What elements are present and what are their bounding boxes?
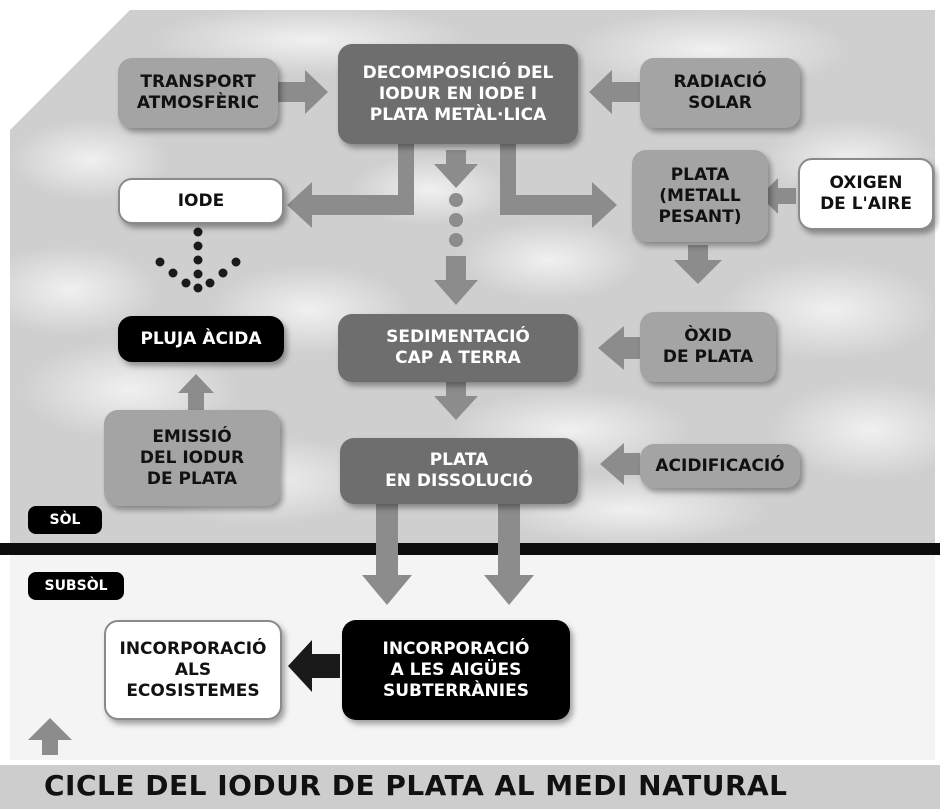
node-acid-rain: PLUJA ÀCIDA <box>118 316 284 362</box>
dot-central-3 <box>449 233 463 247</box>
arrow-emission-to-acid-rain <box>178 374 214 410</box>
subsoil-label: SUBSÒL <box>28 572 124 600</box>
node-oxygen: OXIGEN DE L'AIRE <box>798 158 934 230</box>
dot-iode-4 <box>193 269 203 279</box>
node-oxide: ÒXID DE PLATA <box>640 312 776 382</box>
arrow-silver-down <box>674 245 722 284</box>
dot-iode-5 <box>193 283 203 293</box>
arrow-oxide-to-sedimentation <box>598 326 640 370</box>
arrow-groundwater-to-ecosystems <box>288 640 340 692</box>
node-iode: IODE <box>118 178 284 224</box>
title-bar <box>0 765 940 809</box>
dot-central-1 <box>449 193 463 207</box>
soil-label: SÒL <box>28 506 102 534</box>
dot-iode-7 <box>168 268 178 278</box>
arrow-sedimentation-to-dissolution <box>434 382 478 420</box>
arrow-bottom-left-up <box>28 718 72 755</box>
arrow-solar-to-decomposition <box>589 70 640 114</box>
arrow-decomposition-to-silver <box>500 140 617 228</box>
dot-iode-2 <box>193 241 203 251</box>
arrow-decomposition-down <box>434 150 478 188</box>
node-acidification: ACIDIFICACIÓ <box>640 444 800 488</box>
arrow-oxygen-to-silver <box>760 178 796 214</box>
node-ecosystems: INCORPORACIÓ ALS ECOSISTEMES <box>104 620 282 720</box>
arrow-dissolution-to-groundwater-right <box>484 500 534 605</box>
dot-iode-3 <box>193 255 203 265</box>
arrow-transport-to-decomposition <box>278 70 328 114</box>
node-groundwater: INCORPORACIÓ A LES AIGÜES SUBTERRÀNIES <box>342 620 570 720</box>
node-dissolution: PLATA EN DISSOLUCIÓ <box>340 438 578 504</box>
dot-iode-9 <box>231 257 241 267</box>
node-transport: TRANSPORT ATMOSFÈRIC <box>118 58 278 128</box>
arrow-acidification-to-dissolution <box>600 443 640 485</box>
node-sedimentation: SEDIMENTACIÓ CAP A TERRA <box>338 314 578 382</box>
sky-corner-cut <box>10 10 130 130</box>
arrow-to-sedimentation <box>434 256 478 305</box>
node-solar: RADIACIÓ SOLAR <box>640 58 800 128</box>
diagram-title: CICLE DEL IODUR DE PLATA AL MEDI NATURAL <box>44 769 788 802</box>
node-silver: PLATA (METALL PESANT) <box>632 150 768 242</box>
dot-central-2 <box>449 213 463 227</box>
arrow-dissolution-to-groundwater-left <box>362 500 412 605</box>
node-decomposition: DECOMPOSICIÓ DEL IODUR EN IODE I PLATA M… <box>338 44 578 144</box>
dot-iode-11 <box>205 278 215 288</box>
dot-iode-6 <box>155 257 165 267</box>
dot-iode-8 <box>181 278 191 288</box>
dot-iode-1 <box>193 227 203 237</box>
node-emission: EMISSIÓ DEL IODUR DE PLATA <box>104 410 280 506</box>
dot-iode-10 <box>218 268 228 278</box>
ground-line <box>0 543 940 555</box>
arrow-decomposition-to-iode <box>287 140 414 228</box>
